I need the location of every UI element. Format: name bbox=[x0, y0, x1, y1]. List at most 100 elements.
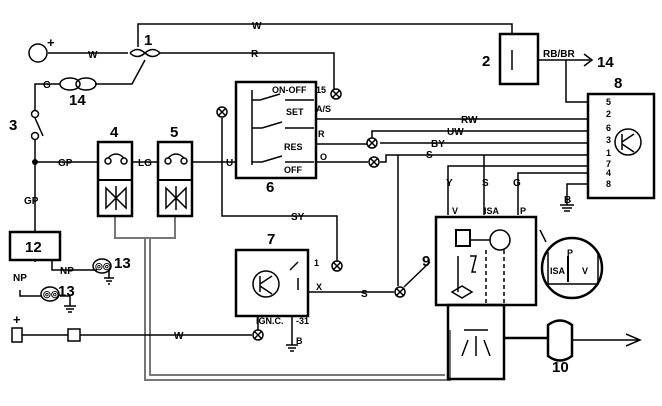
unit7-ignc: IGN.C. bbox=[256, 316, 284, 326]
wire-label-np-b: NP bbox=[13, 273, 27, 284]
wire-np-a bbox=[51, 260, 97, 271]
wire-label-rbbr: RB/BR bbox=[543, 49, 575, 60]
inset-isa-frame bbox=[547, 252, 599, 285]
wire-label-gp-left: GP bbox=[24, 196, 39, 207]
fuse-bottom bbox=[67, 328, 81, 342]
ground-13b bbox=[64, 305, 76, 313]
plus-top: + bbox=[47, 35, 55, 50]
wire-label-r-c1: R bbox=[251, 49, 259, 60]
lamp-13b-icon: ◎◎ bbox=[43, 289, 59, 299]
ecu8-pin-7: 7 bbox=[606, 159, 611, 169]
ecu8-pin-1: 1 bbox=[606, 148, 611, 158]
wire-label-y: Y bbox=[446, 178, 453, 189]
ecu-8-pins: 5 2 6 3 1 7 4 8 bbox=[606, 97, 611, 189]
ecu-8-transistor-icon bbox=[614, 128, 642, 156]
unit-9-valve bbox=[450, 239, 490, 299]
cruise-switch-6 bbox=[234, 80, 318, 180]
label-5: 5 bbox=[170, 124, 178, 141]
wire-13b-gnd bbox=[60, 295, 71, 306]
lamp-13a-icon: ◎◎ bbox=[95, 261, 111, 271]
wire-r-c1 bbox=[160, 52, 335, 93]
connector-14a-left bbox=[59, 77, 81, 91]
wire-1-14 bbox=[95, 59, 146, 85]
wire-s-c7-link bbox=[403, 261, 431, 288]
label-13a: 13 bbox=[114, 255, 131, 272]
label-9: 9 bbox=[422, 253, 430, 270]
connector-14a-right bbox=[75, 77, 97, 91]
control-unit-7 bbox=[234, 248, 310, 318]
sw6-15: 15 bbox=[316, 85, 326, 95]
wire-g-c9 bbox=[517, 172, 588, 215]
unit-12 bbox=[8, 230, 62, 262]
label-8: 8 bbox=[614, 75, 622, 92]
arrow-14 bbox=[583, 53, 594, 67]
sw6-set: SET bbox=[286, 107, 304, 117]
label-4: 4 bbox=[110, 124, 119, 141]
vacuum-tank bbox=[446, 303, 506, 381]
unit7-31: -31 bbox=[296, 316, 309, 326]
ground-13a bbox=[104, 277, 114, 285]
unit-9-hose bbox=[485, 250, 505, 305]
wire-label-w-top: W bbox=[252, 21, 262, 32]
label-2: 2 bbox=[482, 53, 490, 70]
label-1: 1 bbox=[144, 32, 152, 49]
servo-10-rod bbox=[572, 333, 642, 347]
ecu-8 bbox=[586, 92, 656, 200]
sw6-on-off: ON-OFF bbox=[272, 85, 307, 95]
wire-label-w-c1: W bbox=[88, 50, 98, 61]
ecu8-pin-4: 4 bbox=[606, 168, 611, 178]
ecu8-pin-3: 3 bbox=[606, 135, 611, 145]
wire-np-b bbox=[19, 290, 42, 297]
battery-terminal-bottom bbox=[11, 327, 23, 343]
wire-label-b-c8: B bbox=[564, 195, 571, 206]
ecu8-pin-8: 8 bbox=[606, 179, 611, 189]
sw6-res: RES bbox=[284, 142, 303, 152]
wire-grey-45 bbox=[114, 217, 176, 239]
lamp-13a bbox=[92, 258, 112, 274]
unit7-x: X bbox=[316, 282, 322, 292]
ecu8-pin-2: 2 bbox=[606, 109, 611, 119]
wire-label-uw: UW bbox=[447, 127, 464, 138]
wire-label-g-c9: G bbox=[513, 178, 521, 189]
wire-b-c8 bbox=[566, 183, 588, 205]
label-13b: 13 bbox=[58, 283, 75, 300]
ecu8-pin-5: 5 bbox=[606, 97, 611, 107]
wire-label-np-a: NP bbox=[60, 266, 74, 277]
wire-sy bbox=[221, 118, 338, 262]
wire-g-left bbox=[34, 83, 60, 112]
switch-3-top-contact bbox=[30, 109, 40, 119]
unit-7-transistor-icon bbox=[252, 270, 280, 298]
inset-isa bbox=[540, 236, 604, 300]
wire-label-s-c7: S bbox=[361, 289, 368, 300]
label-7: 7 bbox=[267, 231, 275, 248]
wire-y bbox=[447, 165, 588, 215]
wire-label-gp-top: GP bbox=[58, 158, 73, 169]
wire-grey-main-2 bbox=[149, 238, 445, 376]
wire-label-lg: LG bbox=[138, 158, 152, 169]
plus-bottom: + bbox=[13, 312, 21, 327]
wire-uw bbox=[371, 130, 588, 138]
ecu8-pin-6: 6 bbox=[606, 123, 611, 133]
label-14a: 14 bbox=[69, 92, 86, 109]
wire-w-top bbox=[137, 23, 513, 47]
wire-label-g-left: G bbox=[43, 80, 51, 91]
battery-terminal-top bbox=[28, 43, 48, 63]
sw6-off: OFF bbox=[284, 165, 302, 175]
unit7-t1: 1 bbox=[314, 258, 319, 268]
relay-4-coil-icon bbox=[105, 186, 127, 210]
wire-label-sy: SY bbox=[291, 212, 305, 223]
ground-c7 bbox=[286, 344, 298, 352]
unit9-isa: ISA bbox=[484, 206, 500, 216]
junction-gp bbox=[32, 159, 38, 165]
inset-isa-label: ISA bbox=[550, 266, 566, 276]
inset-p: P bbox=[567, 248, 573, 258]
connector-1 bbox=[129, 48, 161, 58]
wire-label-s-mid: S bbox=[426, 150, 433, 161]
switch-3-blade bbox=[34, 117, 44, 137]
label-10: 10 bbox=[552, 359, 569, 376]
unit9-p: P bbox=[520, 206, 526, 216]
sw6-r: R bbox=[318, 129, 325, 139]
inset-v: V bbox=[582, 266, 588, 276]
lamp-13b bbox=[40, 286, 60, 302]
